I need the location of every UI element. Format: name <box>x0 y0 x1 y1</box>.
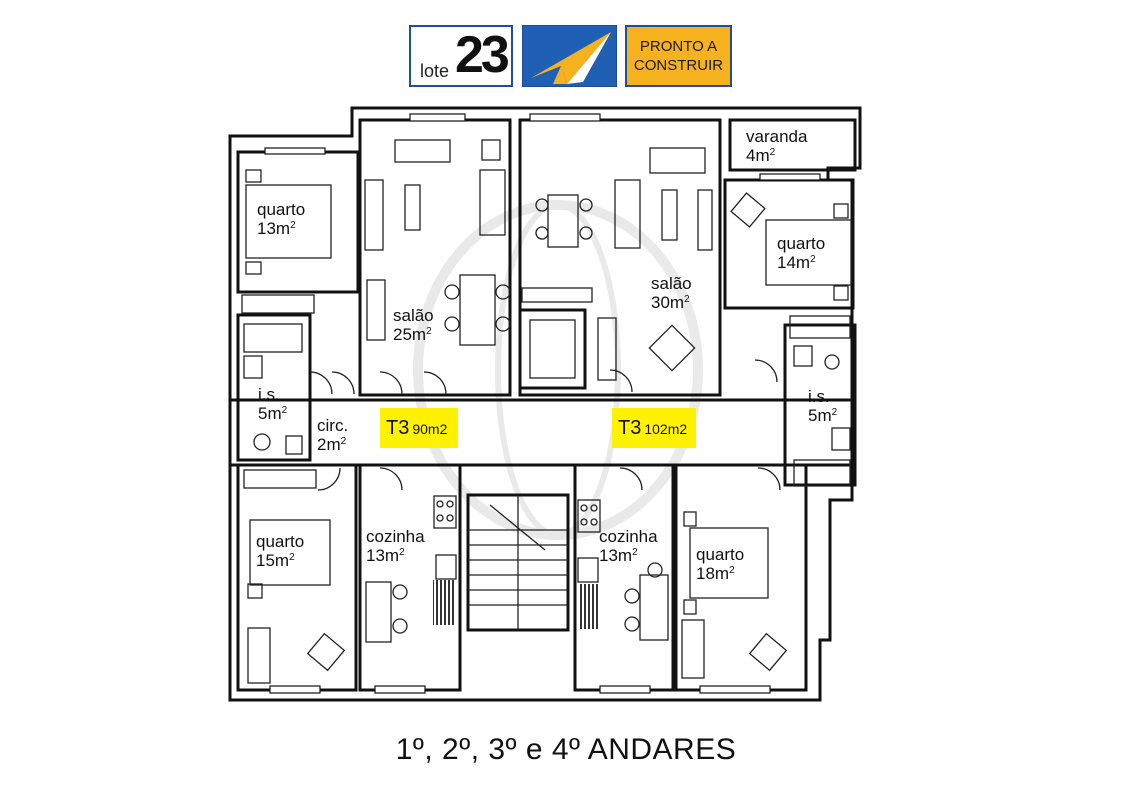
lote-badge: lote 23 <box>409 25 513 87</box>
room-label-is-right: i.s.5m2 <box>808 387 838 425</box>
unit-area: 90m2 <box>412 421 448 437</box>
floors-caption: 1º, 2º, 3º e 4º ANDARES <box>395 733 737 766</box>
room-label-circ: circ.2m2 <box>317 416 349 454</box>
room-label-is-left: i.s.5m2 <box>258 385 288 423</box>
status-line-2: CONSTRUIR <box>633 57 724 74</box>
status-line-1: PRONTO A <box>639 38 718 55</box>
lote-number: 23 <box>455 26 510 84</box>
unit-area: 102m2 <box>644 421 688 437</box>
lote-label: lote <box>420 61 450 81</box>
paper-plane-icon <box>522 25 617 87</box>
unit-type: T3 <box>386 417 410 439</box>
watermark-balloon-icon <box>413 200 703 540</box>
unit-type: T3 <box>618 417 642 439</box>
status-badge: PRONTO A CONSTRUIR <box>625 25 732 87</box>
